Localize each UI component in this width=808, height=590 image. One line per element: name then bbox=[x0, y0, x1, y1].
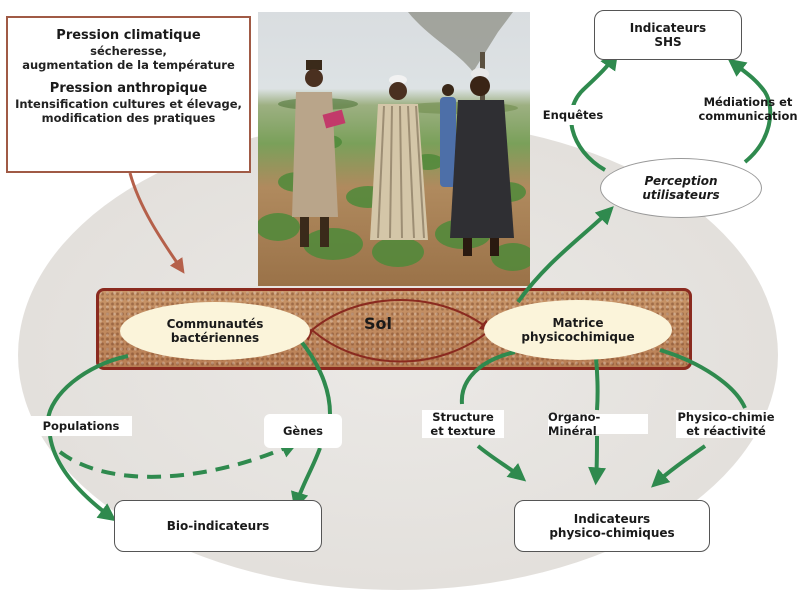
matrix-to-organo bbox=[594, 357, 600, 411]
physicochemical-indicators-line1: Indicateurs bbox=[573, 512, 651, 526]
shs-indicators-line1: Indicateurs bbox=[629, 21, 707, 35]
physico-line1: Physico-chimie bbox=[677, 410, 775, 424]
shs-indicators-box: Indicateurs SHS bbox=[594, 10, 742, 60]
bacterial-communities-ellipse: Communautés bactériennes bbox=[120, 302, 310, 360]
person-middle bbox=[370, 75, 428, 240]
climate-pressure-line1: sécheresse, bbox=[90, 44, 167, 58]
tree-silhouette bbox=[408, 12, 513, 72]
mediation-label: Médiations et communication bbox=[690, 95, 806, 123]
person-distant bbox=[440, 84, 456, 187]
genes-label: Gènes bbox=[264, 414, 342, 448]
pressure-box: Pression climatique sécheresse, augmenta… bbox=[6, 16, 251, 173]
matrix-line2: physicochimique bbox=[521, 330, 635, 344]
connector-arrows bbox=[46, 51, 773, 522]
anthropic-pressure-title: Pression anthropique bbox=[49, 81, 208, 96]
person-right bbox=[450, 68, 514, 256]
organo-to-indicators-arrow bbox=[588, 435, 607, 486]
mediation-line2: communication bbox=[698, 109, 798, 123]
person-left bbox=[292, 60, 346, 247]
field-photo-illustration bbox=[258, 12, 530, 271]
surveys-arrow bbox=[569, 51, 619, 172]
matrix-line1: Matrice bbox=[552, 316, 604, 330]
physico-line2: et réactivité bbox=[686, 424, 766, 438]
anthropic-pressure-line1: Intensification cultures et élevage, bbox=[15, 97, 242, 111]
bio-indicators-label: Bio-indicateurs bbox=[166, 519, 270, 533]
climate-pressure-title: Pression climatique bbox=[56, 28, 201, 43]
perception-line2: utilisateurs bbox=[642, 188, 720, 202]
genes-to-bio-arrow bbox=[291, 447, 322, 511]
diagram: Pression climatique sécheresse, augmenta… bbox=[6, 10, 806, 590]
structure-to-indicators-arrow bbox=[476, 444, 527, 482]
user-perception-ellipse: Perception utilisateurs bbox=[600, 158, 762, 218]
mediation-arrow bbox=[727, 58, 773, 164]
bacterial-left-branch bbox=[46, 354, 129, 421]
populations-to-genes-dashed-arrow bbox=[58, 440, 299, 479]
physicochemical-indicators-box: Indicateurs physico-chimiques bbox=[514, 500, 710, 552]
surveys-label: Enquêtes bbox=[540, 105, 606, 125]
soil-label: Sol bbox=[364, 314, 392, 333]
perception-line1: Perception bbox=[644, 174, 718, 188]
field-photo bbox=[258, 12, 530, 286]
physico-chemistry-label: Physico-chimie et réactivité bbox=[676, 410, 776, 438]
matrix-to-perception-arrow bbox=[516, 206, 614, 304]
soil-lower-arc bbox=[311, 329, 491, 363]
physicochemical-matrix-ellipse: Matrice physicochimique bbox=[484, 300, 672, 360]
bacterial-line1: Communautés bbox=[166, 317, 264, 331]
anthropic-pressure-line2: modification des pratiques bbox=[41, 111, 216, 125]
physicochemical-indicators-line2: physico-chimiques bbox=[549, 526, 675, 540]
soil-upper-arc bbox=[300, 299, 492, 341]
matrix-to-structure bbox=[459, 350, 516, 405]
bacterial-right-branch bbox=[298, 338, 332, 415]
physico-to-indicators-arrow bbox=[651, 444, 707, 488]
populations-label: Populations bbox=[30, 416, 132, 436]
structure-line1: Structure bbox=[432, 410, 494, 424]
pressure-arrow bbox=[128, 172, 185, 274]
mediation-line1: Médiations et bbox=[703, 95, 793, 109]
organo-mineral-label: Organo-Minéral bbox=[548, 410, 648, 438]
structure-line2: et texture bbox=[430, 424, 496, 438]
shs-indicators-line2: SHS bbox=[654, 35, 682, 49]
populations-to-bio-arrow bbox=[48, 435, 117, 522]
bio-indicators-box: Bio-indicateurs bbox=[114, 500, 322, 552]
bacterial-line2: bactériennes bbox=[170, 331, 260, 345]
climate-pressure-line2: augmentation de la température bbox=[22, 58, 235, 72]
structure-label: Structure et texture bbox=[422, 410, 504, 438]
matrix-to-physico bbox=[659, 348, 747, 409]
